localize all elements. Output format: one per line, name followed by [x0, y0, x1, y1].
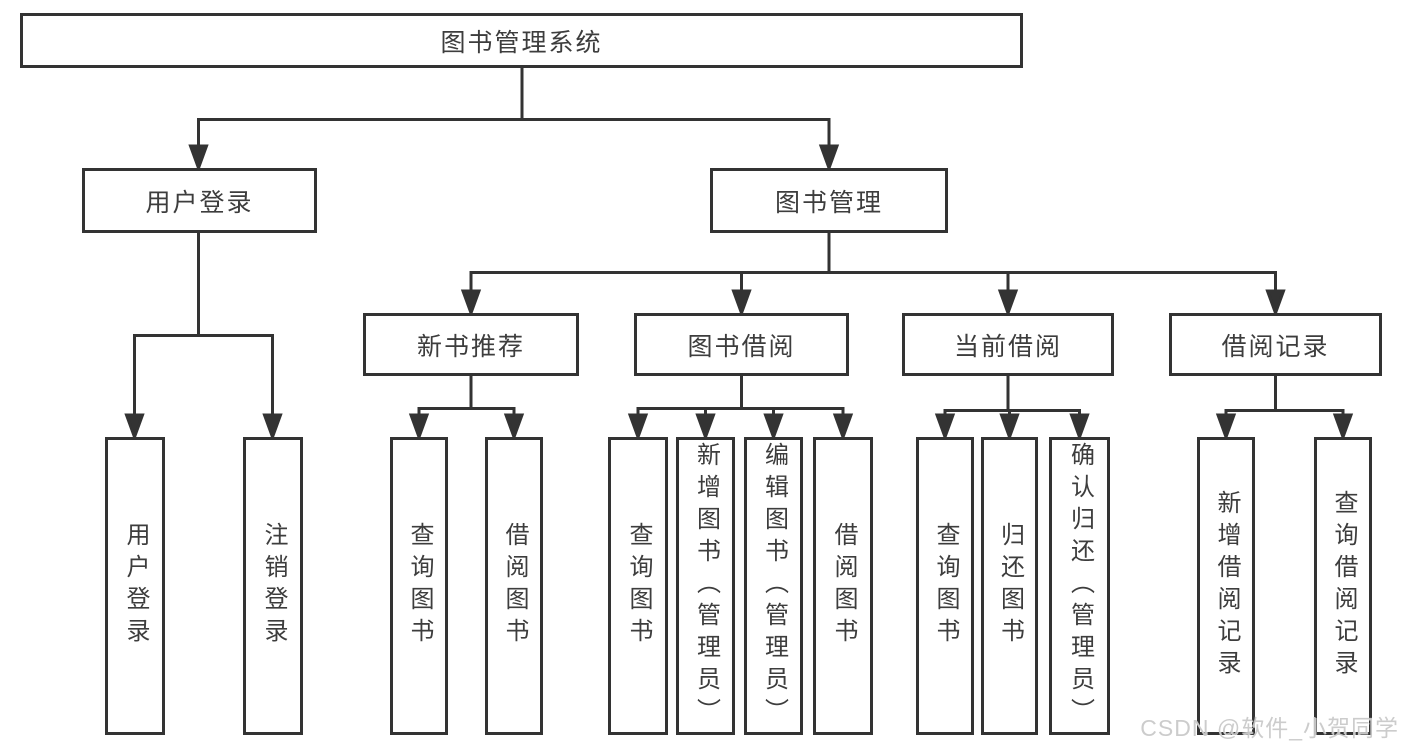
- arrow-down-icon: [503, 413, 525, 442]
- leaf-label: 借阅图书: [501, 522, 528, 650]
- arrow-down-icon: [832, 413, 854, 442]
- leaf-label: 新增借阅记录: [1213, 490, 1240, 682]
- arrow-down-icon: [999, 413, 1020, 442]
- leaf-user-login: 用户登录: [105, 437, 165, 735]
- node-label: 当前借阅: [953, 332, 1062, 361]
- leaf-query-books: 查询图书: [608, 437, 668, 735]
- arrow-down-icon: [997, 289, 1019, 318]
- arrow-down-icon: [124, 413, 145, 442]
- leaf-label: 注销登录: [260, 522, 287, 650]
- leaf-label: 查询图书: [625, 522, 652, 650]
- node-library-system: 图书管理系统: [20, 13, 1023, 68]
- node-label: 图书借阅: [687, 332, 796, 361]
- arrow-down-icon: [934, 413, 956, 442]
- leaf-borrow-books: 借阅图书: [813, 437, 873, 735]
- arrow-down-icon: [262, 413, 283, 442]
- leaf-confirm-return-admin: 确认归还（管理员）: [1049, 437, 1110, 735]
- arrow-down-icon: [460, 289, 482, 318]
- leaf-label: 查询图书: [406, 522, 433, 650]
- arrow-down-icon: [1332, 413, 1354, 442]
- leaf-label: 新增图书（管理员）: [692, 442, 720, 730]
- node-label: 新书推荐: [416, 332, 525, 361]
- node-label: 借阅记录: [1221, 332, 1330, 361]
- arrow-down-icon: [818, 144, 840, 173]
- arrow-down-icon: [1215, 413, 1237, 442]
- arrow-down-icon: [1069, 413, 1090, 442]
- leaf-label: 查询图书: [932, 522, 959, 650]
- arrow-down-icon: [627, 413, 649, 442]
- leaf-return-books: 归还图书: [981, 437, 1038, 735]
- arrow-down-icon: [731, 289, 752, 318]
- leaf-query-books: 查询图书: [916, 437, 974, 735]
- node-label: 图书管理系统: [440, 28, 603, 57]
- leaf-edit-books-admin: 编辑图书（管理员）: [744, 437, 803, 735]
- leaf-borrow-books: 借阅图书: [485, 437, 543, 735]
- leaf-label: 确认归还（管理员）: [1066, 442, 1094, 730]
- node-current-borrow: 当前借阅: [902, 313, 1114, 376]
- leaf-add-books-admin: 新增图书（管理员）: [676, 437, 735, 735]
- leaf-query-books: 查询图书: [390, 437, 448, 735]
- leaf-label: 借阅图书: [830, 522, 857, 650]
- node-new-book-recommend: 新书推荐: [363, 313, 579, 376]
- node-book-management: 图书管理: [710, 168, 948, 233]
- leaf-add-borrow-record: 新增借阅记录: [1197, 437, 1255, 735]
- node-book-borrow: 图书借阅: [634, 313, 849, 376]
- arrow-down-icon: [763, 413, 784, 442]
- leaf-label: 用户登录: [122, 522, 149, 650]
- leaf-label: 归还图书: [996, 522, 1024, 650]
- node-borrow-records: 借阅记录: [1169, 313, 1382, 376]
- arrow-down-icon: [188, 144, 209, 173]
- node-label: 用户登录: [145, 188, 254, 217]
- leaf-logout: 注销登录: [243, 437, 303, 735]
- arrow-down-icon: [408, 413, 430, 442]
- leaf-label: 编辑图书（管理员）: [760, 442, 788, 730]
- node-user-login: 用户登录: [82, 168, 317, 233]
- node-label: 图书管理: [774, 188, 883, 217]
- leaf-query-borrow-record: 查询借阅记录: [1314, 437, 1372, 735]
- arrow-down-icon: [695, 413, 716, 442]
- leaf-label: 查询借阅记录: [1330, 490, 1357, 682]
- arrow-down-icon: [1265, 289, 1286, 318]
- csdn-watermark: CSDN @软件_小贺同学: [1140, 715, 1399, 741]
